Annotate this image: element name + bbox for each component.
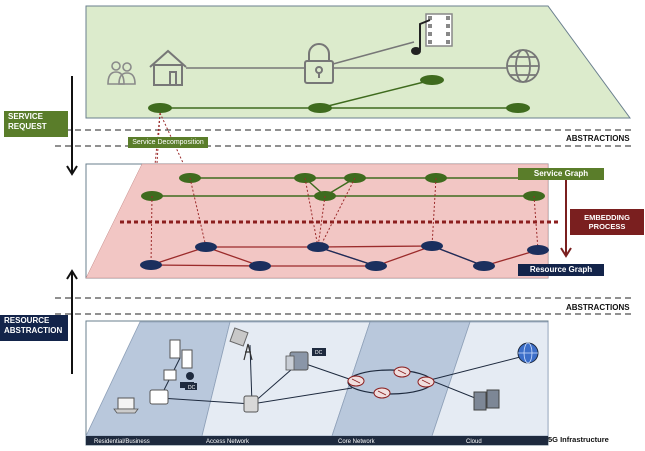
laptop-icon bbox=[113, 397, 139, 414]
music-video-icon bbox=[411, 13, 453, 55]
service-request-links bbox=[186, 41, 507, 69]
dc-label-1: DC bbox=[188, 385, 196, 391]
zone-core-label: Core Network bbox=[338, 439, 376, 445]
service-decomposition-label: Service Decomposition bbox=[128, 137, 208, 148]
resource-graph-nodes bbox=[140, 241, 549, 271]
zone-residential-label: Residential/Business bbox=[94, 439, 150, 445]
zone-access-label: Access Network bbox=[206, 439, 250, 445]
service-node bbox=[506, 103, 530, 113]
cloud-server-icon bbox=[473, 389, 500, 411]
infra-5g-label: 5G Infrastructure bbox=[548, 435, 609, 444]
router-icon bbox=[347, 366, 435, 399]
service-request-label: SERVICE REQUEST bbox=[4, 111, 68, 137]
server-icon bbox=[243, 351, 309, 413]
device-icon bbox=[149, 339, 194, 405]
service-plane bbox=[85, 5, 631, 119]
zone-cloud-label: Cloud bbox=[466, 439, 482, 445]
users-icon bbox=[107, 61, 136, 85]
service-graph-label: Service Graph bbox=[518, 168, 604, 180]
zone-label-bar bbox=[86, 436, 548, 445]
service-node bbox=[420, 75, 444, 85]
house-icon bbox=[149, 49, 187, 86]
cloud-globe-icon bbox=[517, 342, 539, 364]
embedding-arrow bbox=[560, 180, 572, 258]
abstraction-divider-bottom bbox=[55, 297, 635, 315]
globe-icon bbox=[506, 49, 540, 83]
resource-graph-label: Resource Graph bbox=[518, 264, 604, 276]
dc-badge bbox=[185, 383, 197, 390]
embedding-mapping-links bbox=[150, 177, 539, 266]
dc-label-2: DC bbox=[315, 350, 323, 356]
embedding-process-label: EMBEDDING PROCESS bbox=[570, 209, 644, 235]
abstractions-top-label: ABSTRACTIONS bbox=[566, 134, 630, 143]
top-service-chain bbox=[148, 75, 530, 113]
dc-badge bbox=[312, 348, 326, 356]
service-node bbox=[148, 103, 172, 113]
abstraction-divider-top bbox=[55, 129, 635, 147]
antenna-icon bbox=[229, 327, 253, 361]
lock-icon bbox=[304, 43, 334, 84]
resource-graph-links-dark bbox=[317, 245, 485, 267]
service-node bbox=[308, 103, 332, 113]
service-request-arrow bbox=[66, 76, 78, 176]
abstractions-bottom-label: ABSTRACTIONS bbox=[566, 303, 630, 312]
resource-abstraction-arrow bbox=[66, 269, 78, 374]
resource-abstraction-label: RESOURCE ABSTRACTION bbox=[0, 315, 68, 341]
